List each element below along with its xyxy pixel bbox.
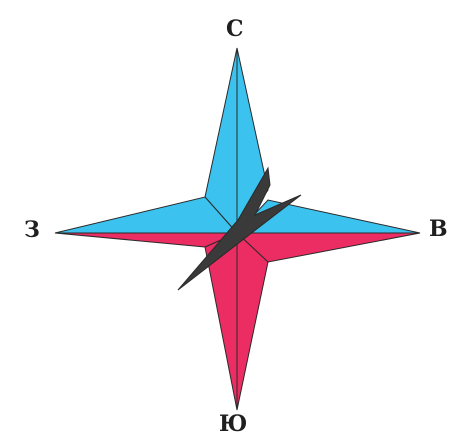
east-label: В <box>429 216 448 242</box>
compass-needle <box>177 166 302 291</box>
east-point-lower-facet <box>235 232 421 263</box>
south-point-right-facet <box>236 231 269 411</box>
north-label: С <box>226 16 244 42</box>
south-label: Ю <box>219 411 248 437</box>
west-label: З <box>24 217 40 243</box>
west-point-upper-facet <box>54 196 239 234</box>
